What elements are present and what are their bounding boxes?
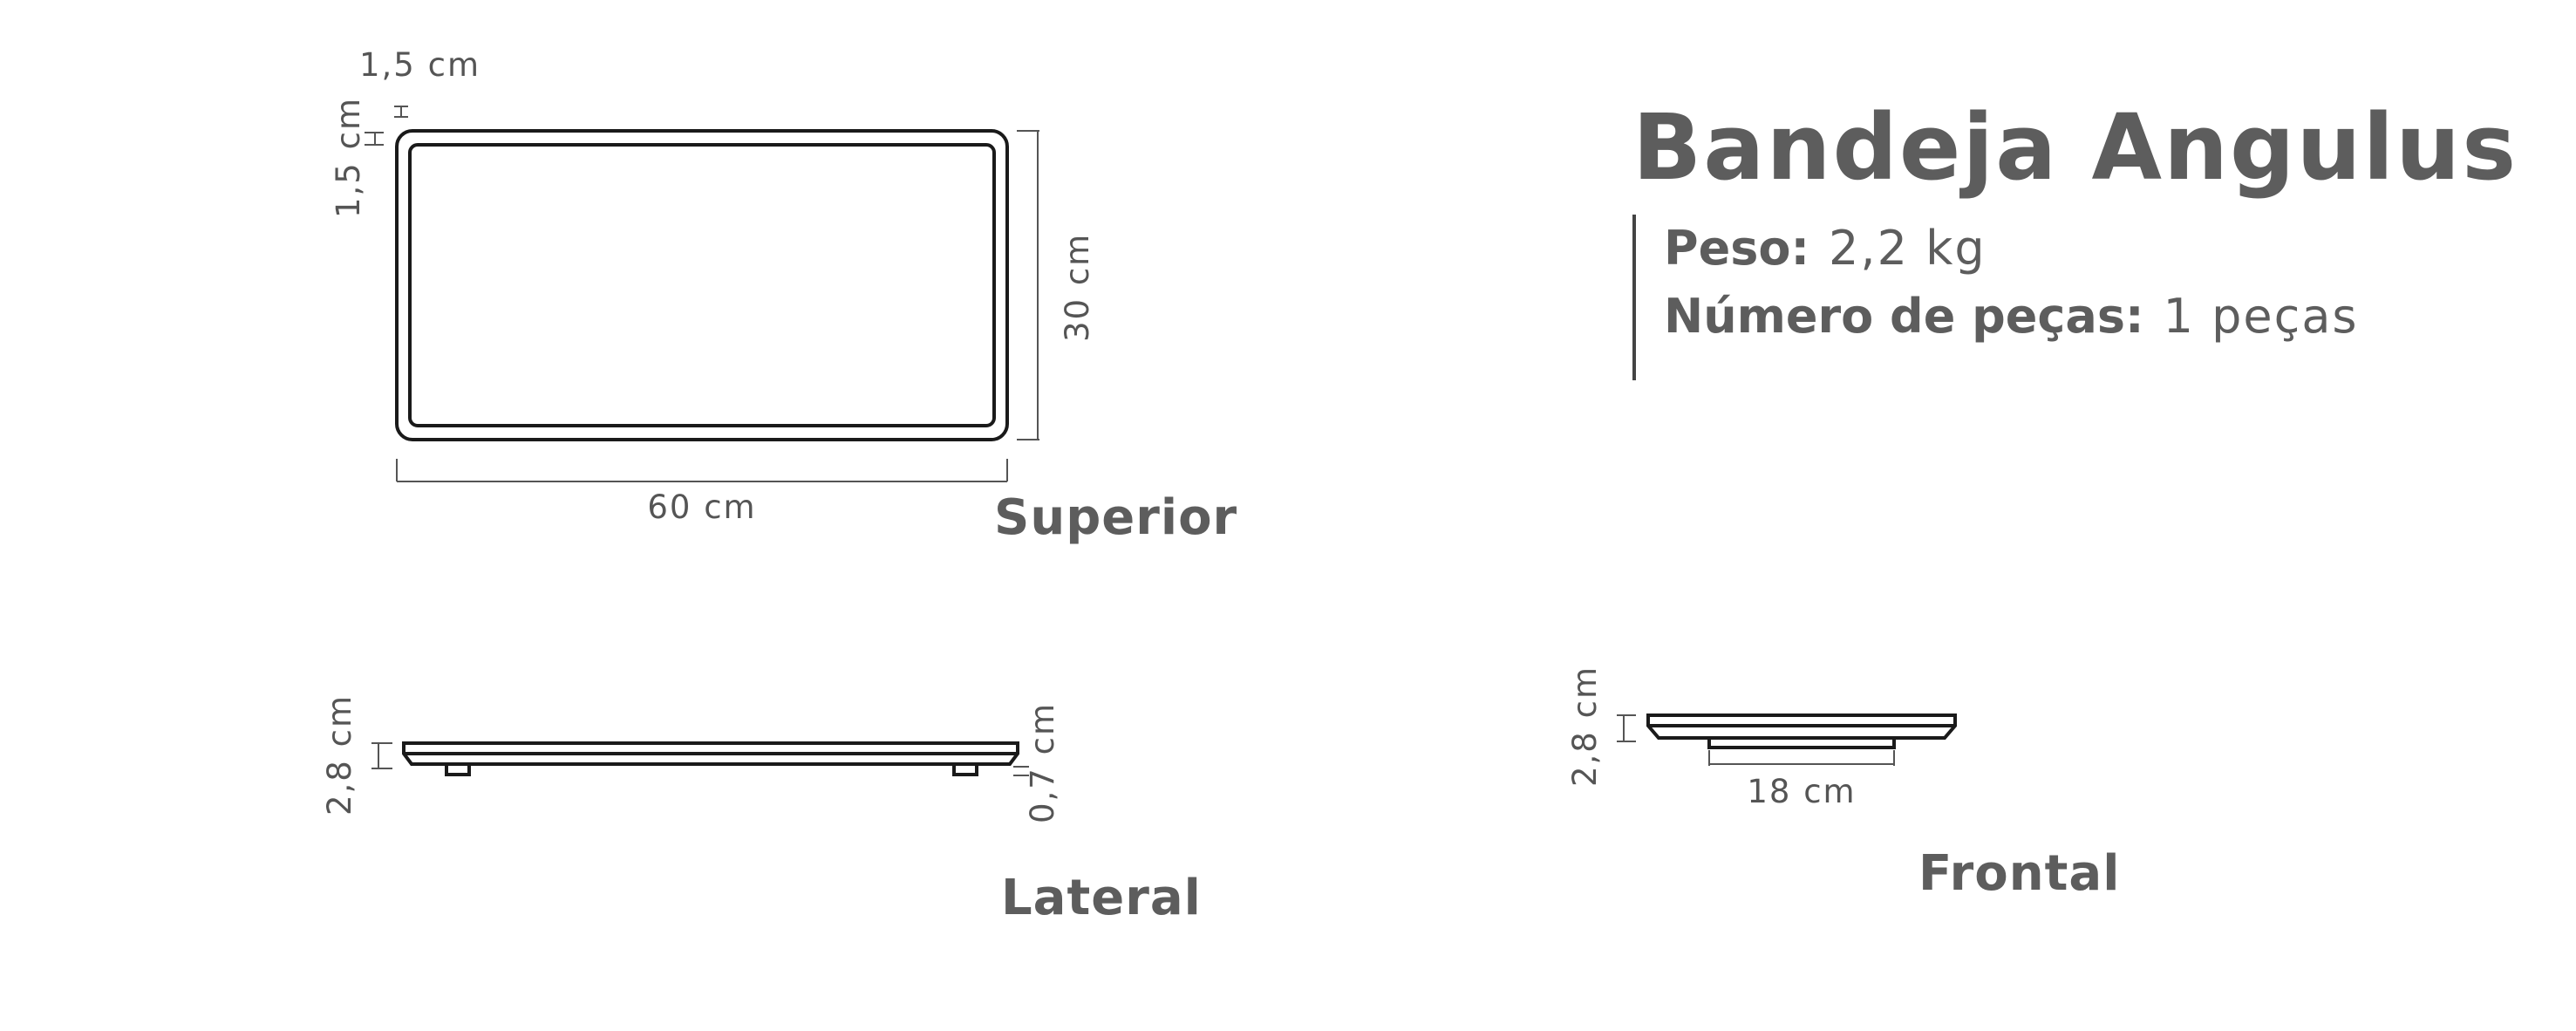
spec-weight: Peso: 2,2 kg xyxy=(1664,215,2359,283)
lateral-view: 2,8 cm 0,7 cm Lateral xyxy=(321,694,1202,926)
lateral-height-dimension xyxy=(371,742,392,769)
frontal-height-dimension xyxy=(1617,714,1636,742)
border-side-label: 1,5 cm xyxy=(330,97,367,218)
product-title: Bandeja Angulus xyxy=(1632,94,2518,201)
base-width-label: 18 cm xyxy=(1747,773,1856,810)
tray-inner-outline xyxy=(408,143,996,427)
width-dimension xyxy=(396,459,1008,482)
frontal-view: 2,8 cm 18 cm Frontal xyxy=(1566,666,2120,902)
border-top-dimension xyxy=(394,106,408,118)
base-width-dimension xyxy=(1708,750,1895,766)
front-base xyxy=(1707,736,1896,749)
foot-height-dimension xyxy=(1013,766,1029,776)
spec-weight-label: Peso: xyxy=(1664,221,1810,276)
spec-pieces-label: Número de peças: xyxy=(1664,289,2144,344)
foot-height-label: 0,7 cm xyxy=(1024,702,1061,823)
frontal-view-title: Frontal xyxy=(1918,845,2120,902)
tray-outer-outline xyxy=(395,129,1009,441)
superior-view: 1,5 cm 1,5 cm 30 cm 60 cm Superior xyxy=(330,46,1237,546)
frontal-height-label: 2,8 cm xyxy=(1566,666,1604,787)
lateral-height-label: 2,8 cm xyxy=(321,694,358,816)
height-label: 30 cm xyxy=(1059,233,1096,342)
spec-pieces: Número de peças: 1 peças xyxy=(1664,283,2359,351)
superior-view-title: Superior xyxy=(994,489,1237,546)
left-foot xyxy=(445,762,471,776)
width-label: 60 cm xyxy=(647,488,756,526)
border-side-dimension xyxy=(365,132,384,146)
right-foot xyxy=(952,762,978,776)
lateral-view-title: Lateral xyxy=(1001,870,1202,926)
height-dimension xyxy=(1017,130,1039,440)
spec-weight-value: 2,2 kg xyxy=(1829,221,1987,276)
border-top-label: 1,5 cm xyxy=(359,46,480,84)
product-specs: Peso: 2,2 kg Número de peças: 1 peças xyxy=(1632,215,2359,380)
spec-pieces-value: 1 peças xyxy=(2163,289,2359,344)
